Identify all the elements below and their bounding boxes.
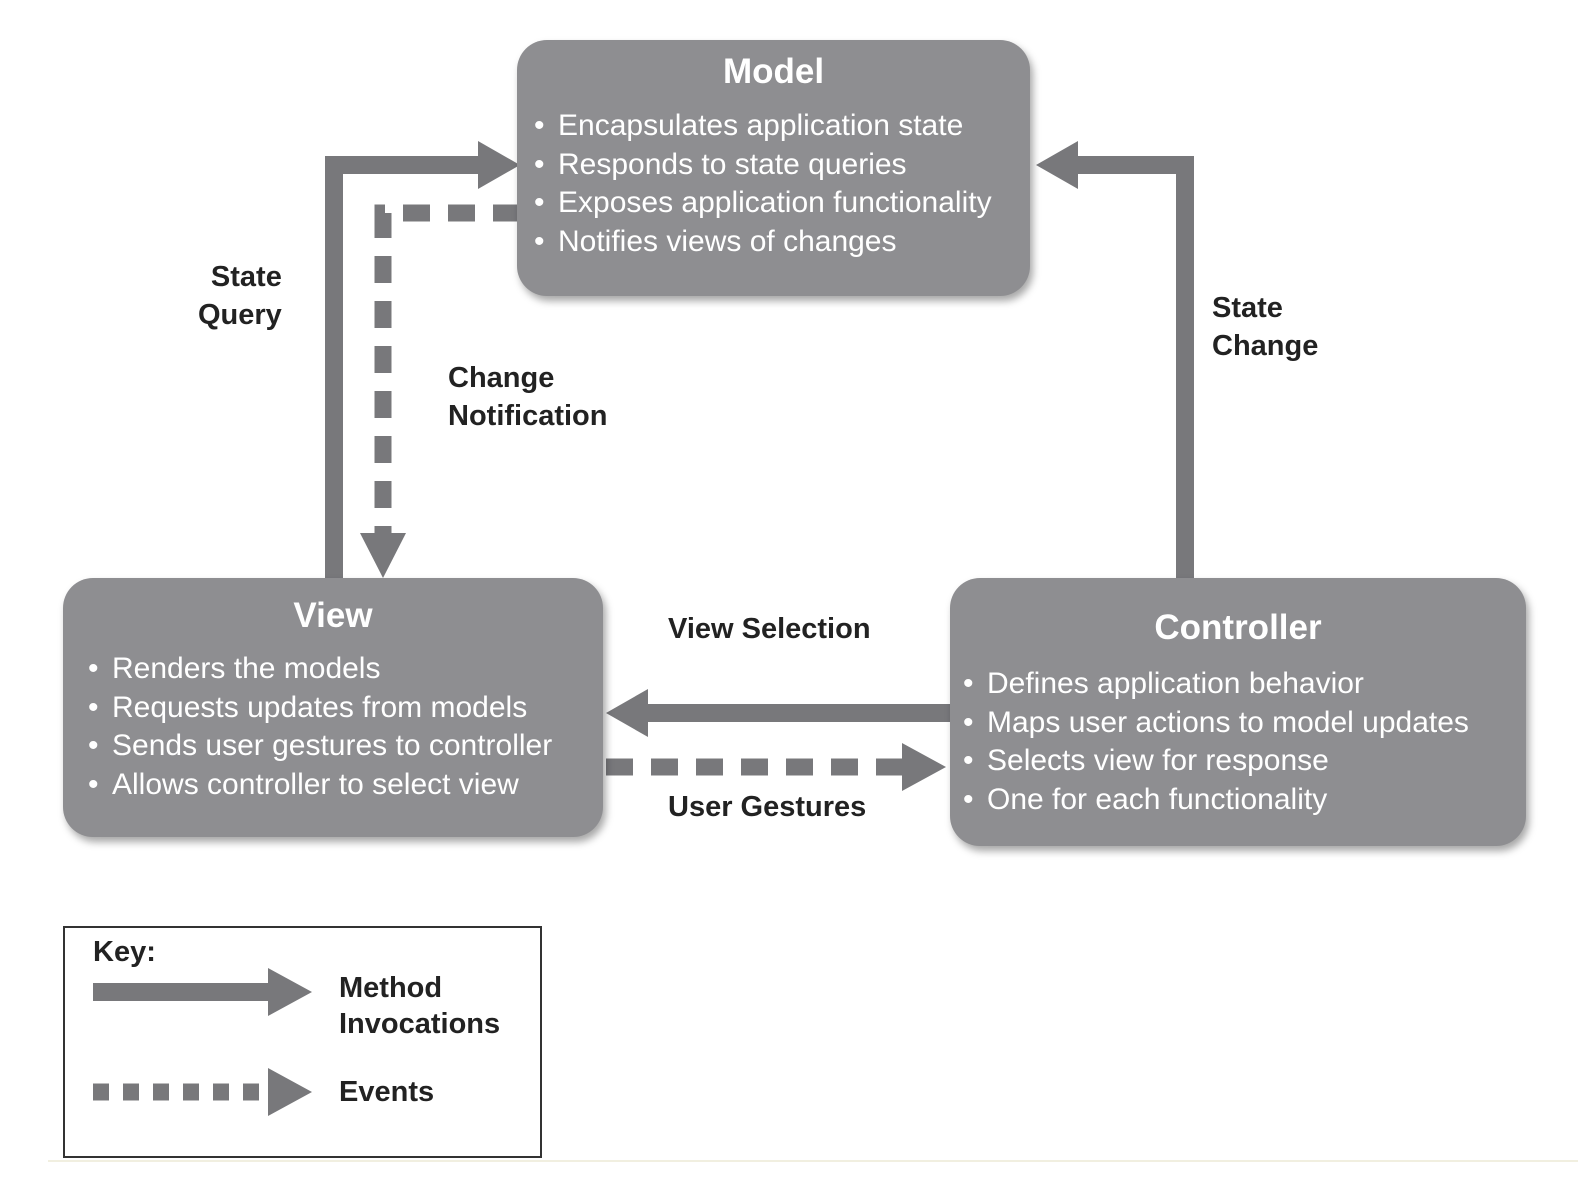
- state-change-label-line1: State: [1212, 292, 1283, 324]
- change-notification-arrow: [360, 204, 520, 578]
- view-selection-label: View Selection: [668, 613, 871, 645]
- state-query-label: State Query: [198, 258, 282, 334]
- list-item: Maps user actions to model updates: [963, 704, 1469, 743]
- model-box: Model Encapsulates application state Res…: [517, 40, 1030, 296]
- list-item: Allows controller to select view: [88, 766, 552, 805]
- state-query-arrow: [325, 141, 520, 582]
- model-responsibilities: Encapsulates application state Responds …: [534, 107, 992, 261]
- method-invocations-legend-label: Method Invocations: [339, 970, 500, 1042]
- list-item: Renders the models: [88, 650, 552, 689]
- model-title: Model: [722, 52, 825, 91]
- list-item: Defines application behavior: [963, 665, 1469, 704]
- change-notification-label-line1: Change: [448, 362, 555, 394]
- bottom-divider: [48, 1160, 1578, 1162]
- legend-title: Key:: [93, 936, 156, 968]
- list-item: Encapsulates application state: [534, 107, 992, 146]
- method-invocations-line1: Method: [339, 972, 443, 1004]
- view-responsibilities: Renders the models Requests updates from…: [88, 650, 552, 804]
- controller-box: Controller Defines application behavior …: [950, 578, 1526, 846]
- list-item: One for each functionality: [963, 781, 1469, 820]
- list-item: Exposes application functionality: [534, 184, 992, 223]
- view-title: View: [293, 596, 373, 635]
- user-gestures-label: User Gestures: [668, 791, 867, 823]
- events-legend-label: Events: [339, 1076, 435, 1108]
- method-invocations-line2: Invocations: [339, 1008, 501, 1040]
- event-legend-arrow: [93, 1068, 312, 1116]
- method-invocation-legend-arrow: [93, 968, 312, 1016]
- state-change-label: State Change: [1212, 289, 1318, 365]
- change-notification-label-line2: Notification: [448, 400, 608, 432]
- state-query-label-line2: Query: [198, 299, 282, 331]
- list-item: Sends user gestures to controller: [88, 727, 552, 766]
- state-query-label-line1: State: [210, 261, 282, 293]
- change-notification-label: Change Notification: [448, 359, 608, 435]
- list-item: Selects view for response: [963, 742, 1469, 781]
- list-item: Requests updates from models: [88, 689, 552, 728]
- user-gestures-arrow: [606, 743, 946, 791]
- controller-title: Controller: [1154, 608, 1322, 647]
- list-item: Responds to state queries: [534, 146, 992, 185]
- state-change-arrow: [1036, 141, 1194, 582]
- state-change-label-line2: Change: [1212, 330, 1319, 362]
- list-item: Notifies views of changes: [534, 223, 992, 262]
- view-box: View Renders the models Requests updates…: [63, 578, 603, 837]
- legend-box: Key: Method Invocations Events: [63, 926, 542, 1158]
- view-selection-arrow: [606, 689, 956, 737]
- controller-responsibilities: Defines application behavior Maps user a…: [963, 665, 1469, 819]
